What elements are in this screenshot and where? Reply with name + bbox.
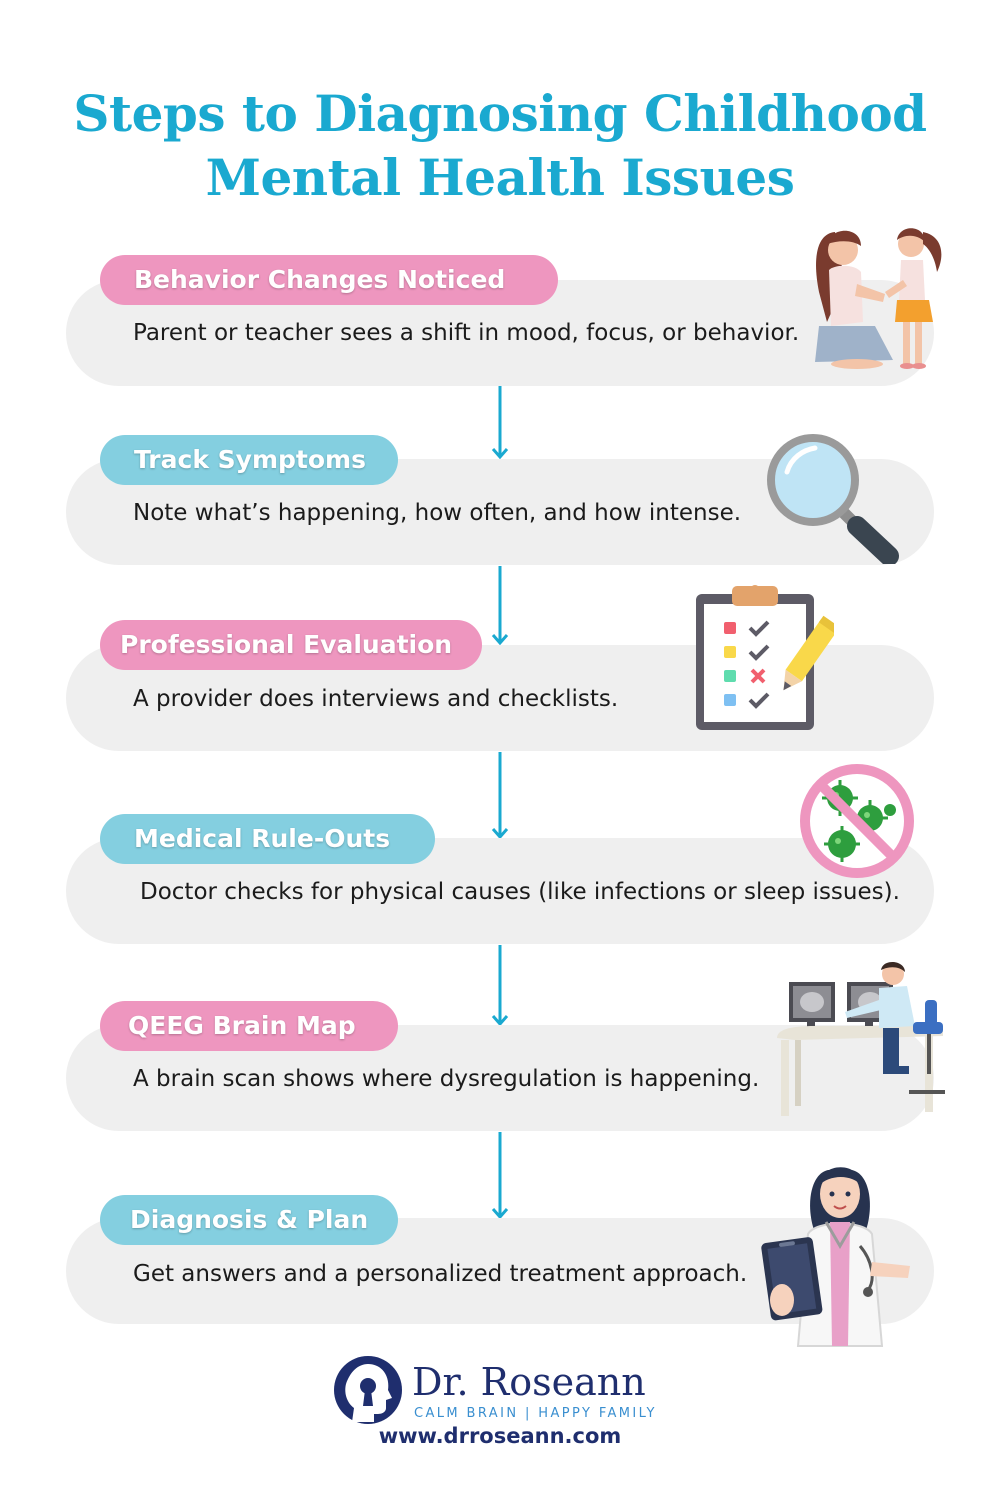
brand-tagline: CALM BRAIN | HAPPY FAMILY <box>414 1406 657 1421</box>
parent-child-icon <box>815 228 942 369</box>
step-pill-qeeg-brain-map: QEEG Brain Map <box>100 1001 398 1051</box>
step-pill-diagnosis-plan: Diagnosis & Plan <box>100 1195 398 1245</box>
down-arrow-icon <box>491 386 509 460</box>
down-arrow-icon <box>491 945 509 1027</box>
head-keyhole-logo-icon <box>334 1356 402 1424</box>
brand-logo: Dr. Roseann CALM BRAIN | HAPPY FAMILY <box>330 1352 670 1462</box>
down-arrow-icon <box>491 1132 509 1220</box>
clipboard-checklist-icon <box>696 585 834 730</box>
step-text-track-symptoms: Note what’s happening, how often, and ho… <box>133 500 742 526</box>
step-pill-track-symptoms: Track Symptoms <box>100 435 398 485</box>
doctor-with-tablet-icon <box>761 1167 910 1347</box>
step-pill-professional-evaluation: Professional Evaluation <box>100 620 482 670</box>
down-arrow-icon <box>491 566 509 646</box>
step-pill-medical-rule-outs: Medical Rule-Outs <box>100 814 435 864</box>
brain-scan-desk-icon <box>777 961 945 1116</box>
step-pill-behavior-changes: Behavior Changes Noticed <box>100 255 558 305</box>
magnifying-glass-icon <box>767 434 899 564</box>
down-arrow-icon <box>491 752 509 840</box>
step-text-medical-rule-outs: Doctor checks for physical causes (like … <box>140 879 900 905</box>
step-text-diagnosis-plan: Get answers and a personalized treatment… <box>133 1261 748 1287</box>
brand-name: Dr. Roseann <box>412 1360 646 1404</box>
page-title-line-2: Mental Health Issues <box>205 148 795 207</box>
step-text-behavior-changes: Parent or teacher sees a shift in mood, … <box>133 320 800 346</box>
page-title: Steps to Diagnosing Childhood Mental Hea… <box>0 82 1000 210</box>
step-text-qeeg-brain-map: A brain scan shows where dysregulation i… <box>133 1066 760 1092</box>
website-link[interactable]: www.drroseann.com <box>378 1424 622 1448</box>
page-title-line-1: Steps to Diagnosing Childhood <box>73 84 927 143</box>
step-text-professional-evaluation: A provider does interviews and checklist… <box>133 686 619 712</box>
no-virus-icon <box>800 764 914 878</box>
